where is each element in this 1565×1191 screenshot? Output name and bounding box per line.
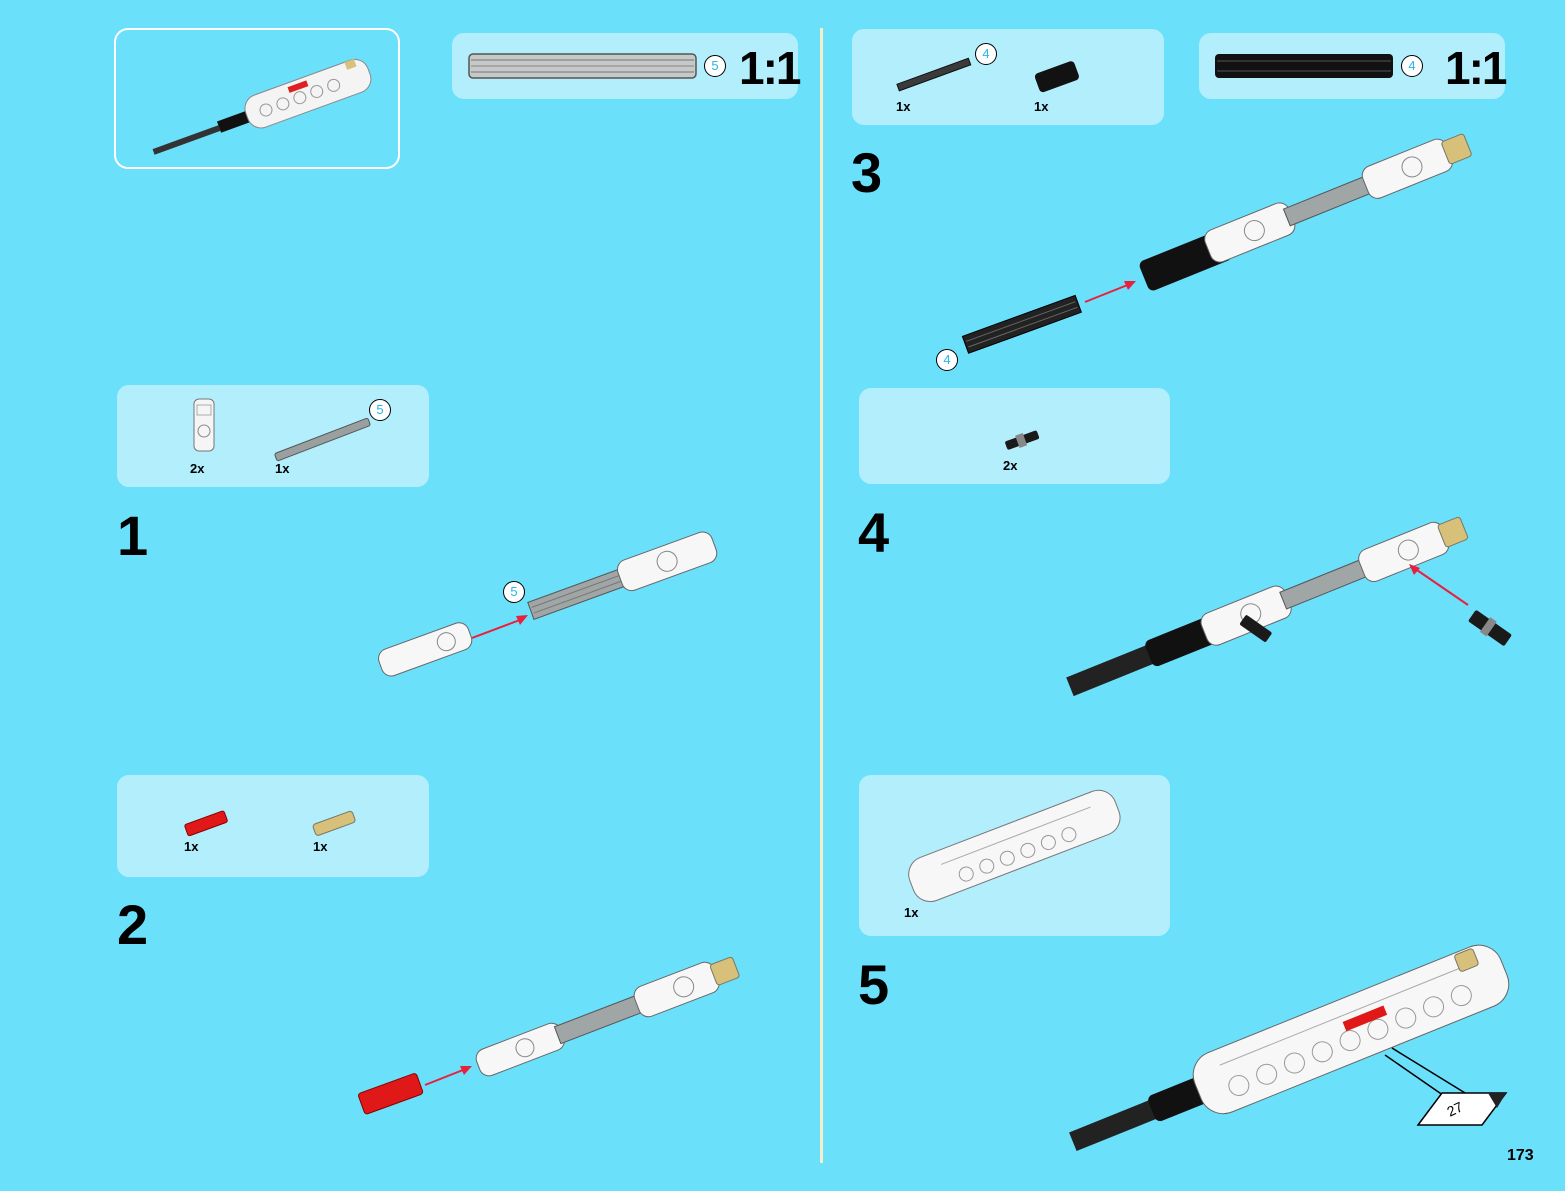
page-number: 173 (1507, 1147, 1534, 1165)
